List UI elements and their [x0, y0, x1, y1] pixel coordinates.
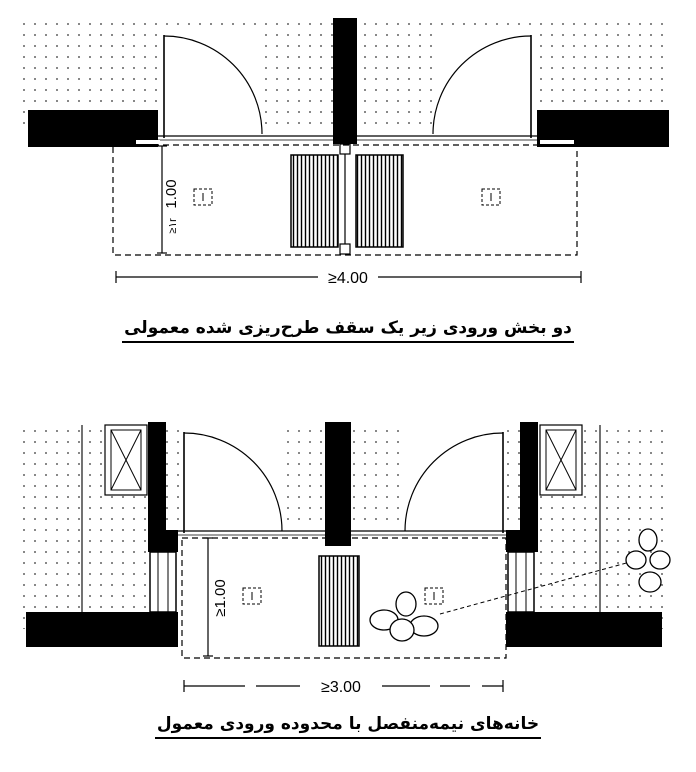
- top-left-door: [163, 35, 263, 138]
- top-light-right: [481, 188, 501, 206]
- bottom-right-door: [404, 432, 504, 533]
- bottom-person-inside-icon: [369, 591, 439, 642]
- top-width-dimension: [115, 271, 582, 283]
- top-canopy-outline: [112, 144, 578, 256]
- bottom-plan: ≥1.00 ≥3.00: [22, 422, 671, 696]
- bottom-canopy-outline: [181, 537, 507, 659]
- bottom-caption-text: خانه‌های نیمه‌منفصل با محدوده ورودی معمو…: [154, 714, 542, 739]
- bottom-light-left: [242, 587, 262, 605]
- top-right-door: [432, 35, 532, 138]
- bottom-door-left-area: [182, 430, 284, 532]
- top-divider-rod: [339, 143, 351, 255]
- bottom-depth-label: ≥1.00: [212, 579, 229, 616]
- top-right-wall: [537, 110, 669, 147]
- bottom-center-wall: [325, 422, 351, 546]
- bottom-storage-right: [539, 424, 583, 496]
- bottom-left-door: [183, 432, 283, 533]
- top-center-wall: [333, 18, 357, 144]
- bottom-left-wall: [26, 422, 178, 647]
- top-door-right-area: [433, 34, 533, 136]
- top-depth-label-alt: ≥۱r: [167, 218, 179, 234]
- bottom-person-outside-icon: [625, 528, 671, 593]
- bottom-storage-left: [104, 424, 148, 496]
- top-left-wall: [28, 110, 160, 147]
- top-door-left-area: [162, 34, 262, 136]
- bottom-light-right: [424, 587, 444, 605]
- top-light-left: [193, 188, 213, 206]
- top-caption: دو بخش ورودی زیر یک سقف طرح‌ریزی شده معم…: [0, 318, 696, 343]
- bottom-width-dimension: [183, 680, 504, 692]
- bottom-door-right-area: [404, 430, 506, 532]
- top-caption-text: دو بخش ورودی زیر یک سقف طرح‌ریزی شده معم…: [122, 318, 574, 343]
- bottom-caption: خانه‌های نیمه‌منفصل با محدوده ورودی معمو…: [0, 714, 696, 739]
- top-depth-label: 1.00: [163, 179, 180, 208]
- bottom-sightline: [439, 561, 631, 615]
- top-doormat-right: [355, 154, 404, 248]
- bottom-right-wall: [506, 422, 662, 647]
- bottom-doormat: [318, 555, 360, 647]
- top-doormat-left: [290, 154, 339, 248]
- top-width-label: ≥4.00: [328, 270, 368, 287]
- bottom-width-label: ≥3.00: [321, 679, 361, 696]
- top-plan: 1.00 ≥۱r ≥4.00: [22, 18, 670, 287]
- bottom-depth-dimension: [203, 537, 213, 657]
- top-depth-dimension: [157, 145, 167, 254]
